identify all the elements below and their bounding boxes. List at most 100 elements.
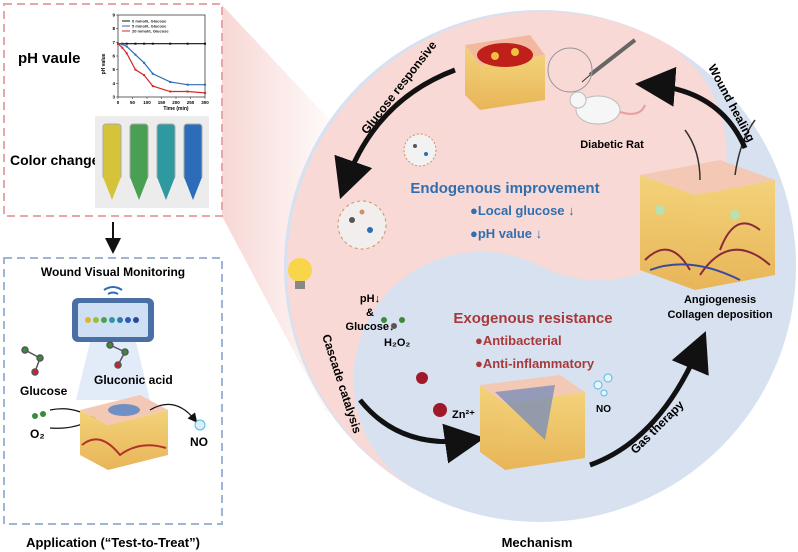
mechanism-caption: Mechanism xyxy=(502,535,573,550)
color-change-label: Color change xyxy=(10,152,100,168)
no-label: NO xyxy=(190,435,208,449)
x-tick-label: 0 xyxy=(117,100,120,105)
zinc-ion xyxy=(433,403,447,417)
nanoparticle-small xyxy=(403,133,437,167)
data-point xyxy=(169,42,172,45)
data-point xyxy=(125,52,128,55)
wound-healing-arrow xyxy=(635,66,748,149)
zinc-ion xyxy=(416,372,428,384)
light-bulb-icon xyxy=(288,258,312,289)
data-point xyxy=(125,45,128,48)
no-arrow xyxy=(149,403,198,423)
smartphone-icon xyxy=(72,298,154,342)
no-bubble xyxy=(194,419,206,431)
glucose-molecule xyxy=(21,346,44,376)
o2-label: O₂ xyxy=(30,427,45,441)
y-tick-label: 6 xyxy=(112,54,115,59)
data-point xyxy=(169,90,172,93)
exogenous-item: ●Anti-inflammatory xyxy=(475,356,595,371)
y-tick-label: 7 xyxy=(112,40,115,45)
endogenous-item: ●Local glucose ↓ xyxy=(470,203,575,218)
x-tick-label: 200 xyxy=(172,100,180,105)
pink-region xyxy=(287,11,727,492)
tube-green xyxy=(129,123,149,200)
exogenous-title: Exogenous resistance xyxy=(453,310,612,327)
ph-down-label: pH↓ xyxy=(360,293,380,305)
y-tick-label: 3 xyxy=(112,95,115,100)
healed-skin xyxy=(640,119,775,290)
ph-label: pH vaule xyxy=(18,50,81,67)
data-point xyxy=(186,42,189,45)
legend-entry: 5 mmol/L Glucose xyxy=(132,24,167,29)
y-tick-label: 4 xyxy=(112,81,115,86)
zn-label: Zn²⁺ xyxy=(452,409,475,421)
x-tick-label: 250 xyxy=(187,100,195,105)
angiogenesis-label: Angiogenesis xyxy=(684,294,756,306)
data-point xyxy=(134,53,137,56)
y-tick-label: 5 xyxy=(112,67,115,72)
data-point xyxy=(204,42,206,45)
gas-therapy-arrow xyxy=(589,331,709,468)
endogenous-title: Endogenous improvement xyxy=(410,180,599,197)
data-point xyxy=(204,83,206,86)
amp-label: & xyxy=(366,307,374,319)
y-tick-label: 8 xyxy=(112,26,115,31)
data-point xyxy=(169,80,172,83)
gluconic-acid-label: Gluconic acid xyxy=(94,373,173,387)
h2o2-molecule xyxy=(381,317,405,329)
skin-block-left xyxy=(80,395,168,470)
rat-icon xyxy=(569,91,646,125)
diabetic-rat-label: Diabetic Rat xyxy=(580,139,644,151)
y-tick-label: 9 xyxy=(112,13,115,18)
glucose-responsive-arrow xyxy=(334,67,456,200)
data-point xyxy=(204,91,206,94)
data-point xyxy=(121,43,124,46)
x-tick-label: 150 xyxy=(158,100,166,105)
x-tick-label: 100 xyxy=(143,100,151,105)
endogenous-item: ●pH value ↓ xyxy=(470,226,542,241)
zoom-circle xyxy=(547,47,593,93)
application-caption: Application (“Test-to-Treat”) xyxy=(26,535,200,550)
data-point xyxy=(186,90,189,93)
cascade-arrow xyxy=(358,398,485,464)
legend-entry: 0 mmol/L Glucose xyxy=(132,19,167,24)
tube-teal xyxy=(156,123,176,200)
scan-beam xyxy=(76,342,150,400)
x-tick-label: 300 xyxy=(201,100,209,105)
data-point xyxy=(121,46,124,49)
data-point xyxy=(186,83,189,86)
wifi-icon xyxy=(103,286,123,295)
no-bubbles xyxy=(593,373,613,397)
gluconic-molecule xyxy=(106,341,129,369)
o2-molecule xyxy=(32,411,46,419)
glucose-label: Glucose xyxy=(20,384,68,398)
y-axis-label: pH value xyxy=(101,53,107,74)
glucose-down-label: Glucose↓ xyxy=(346,321,395,333)
legend-entry: 20 mmol/L Glucose xyxy=(132,29,169,34)
data-point xyxy=(125,42,128,45)
tube-yellow xyxy=(102,123,122,200)
nanoparticle-large xyxy=(337,200,387,250)
data-point xyxy=(151,42,154,45)
diabetic-wound xyxy=(465,35,545,110)
x-tick-label: 50 xyxy=(130,100,136,105)
monitoring-title: Wound Visual Monitoring xyxy=(41,265,185,279)
data-point xyxy=(143,42,146,45)
color-tubes xyxy=(102,123,203,200)
exogenous-item: ●Antibacterial xyxy=(475,333,562,348)
data-point xyxy=(151,72,154,75)
h2o2-label: H₂O₂ xyxy=(384,337,410,349)
collagen-label: Collagen deposition xyxy=(667,309,772,321)
data-point xyxy=(143,74,146,77)
data-point xyxy=(143,61,146,64)
data-point xyxy=(151,85,154,88)
no-label-mech: NO xyxy=(596,404,611,415)
treated-wound xyxy=(480,375,585,470)
x-axis-label: Time (min) xyxy=(163,106,189,112)
data-point xyxy=(134,68,137,71)
data-point xyxy=(117,42,119,45)
tube-blue xyxy=(183,123,203,200)
ph-chart: Time (min) pH value 0 50 100 150 200 250 300 3 4… xyxy=(101,13,209,113)
syringe-icon xyxy=(581,38,637,83)
